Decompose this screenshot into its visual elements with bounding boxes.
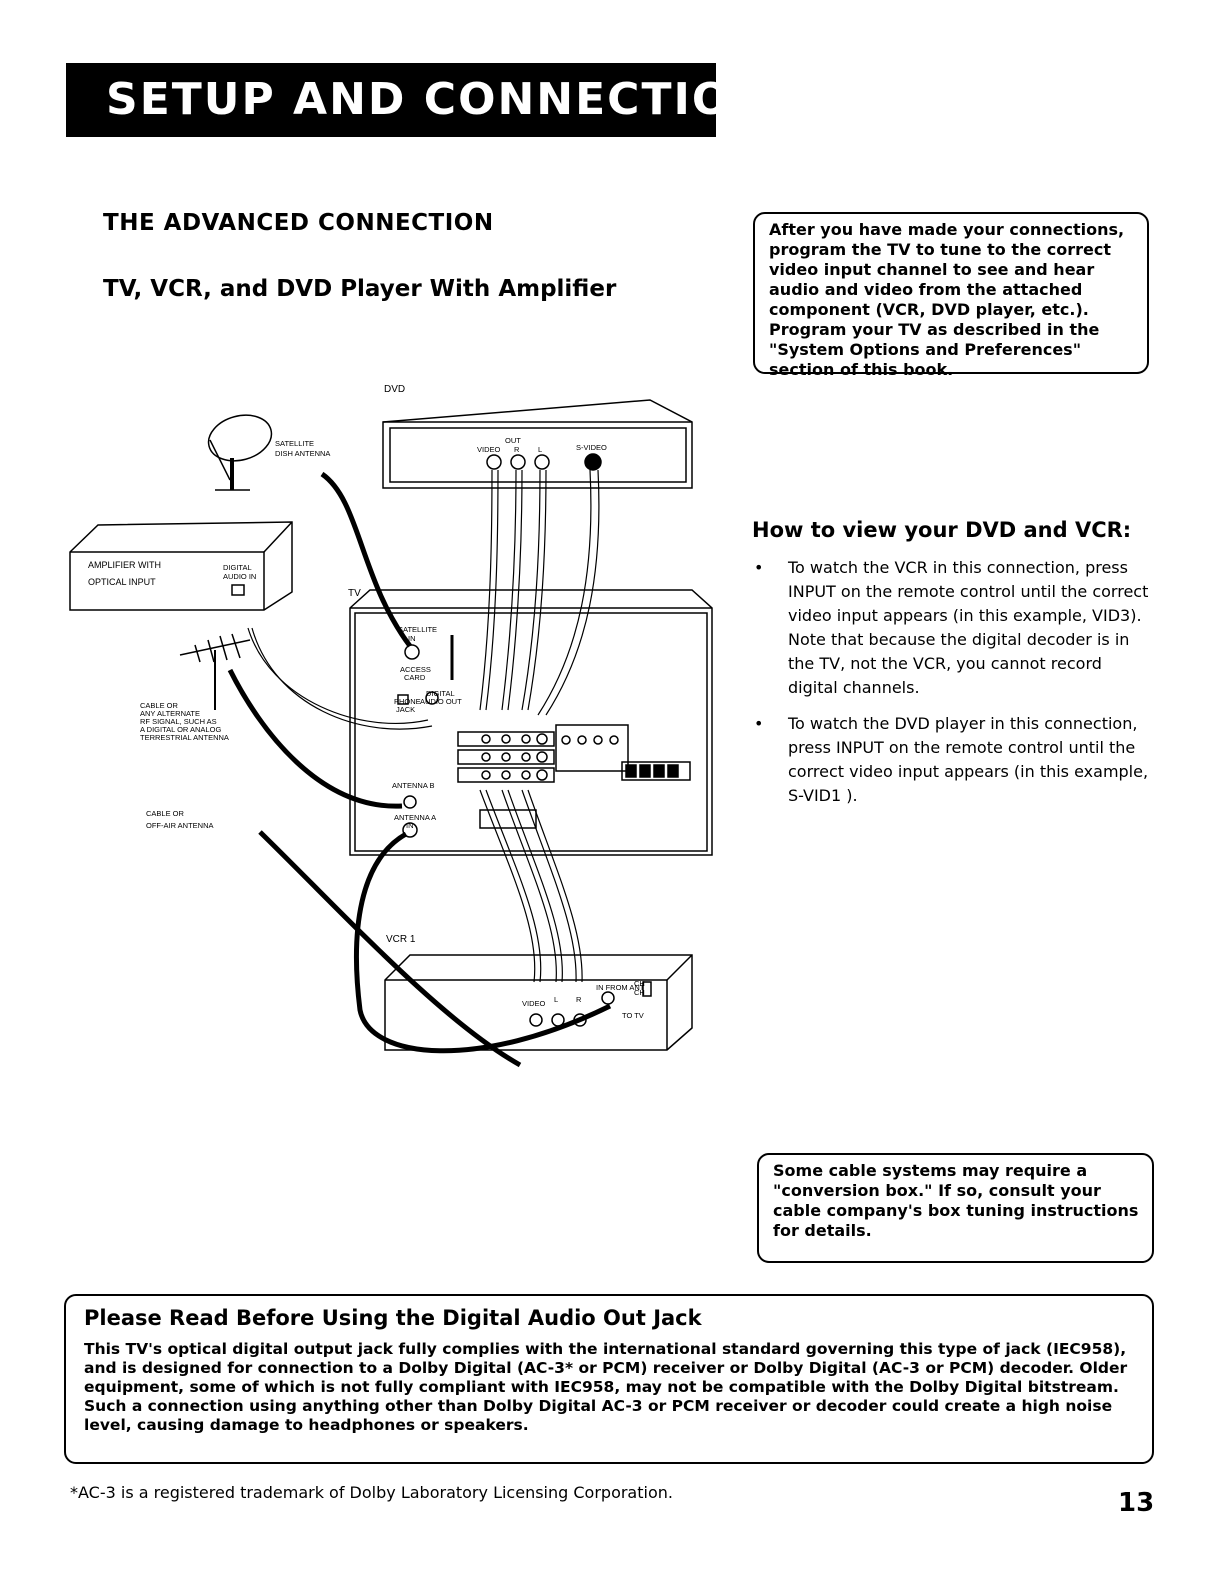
label-phone-jack-2: JACK — [396, 705, 415, 714]
bullet-icon: • — [754, 714, 764, 733]
label-dvd-r: R — [514, 445, 520, 454]
dvd-player — [382, 399, 693, 489]
bullet-icon: • — [754, 558, 764, 577]
satellite-dish-icon — [207, 414, 273, 491]
label-satellite: SATELLITE — [275, 439, 314, 448]
label-cable-air-1: CABLE OR — [146, 809, 185, 818]
howto-item: • To watch the VCR in this connection, pr… — [752, 556, 1152, 700]
label-dvd-out: OUT — [505, 436, 521, 445]
antenna-icon — [179, 633, 251, 710]
label-amplifier-1: AMPLIFIER WITH — [88, 560, 161, 570]
label-tv-in: IN — [408, 634, 416, 643]
notice-title: Please Read Before Using the Digital Aud… — [84, 1306, 702, 1330]
label-vcr-ch2: CH — [634, 988, 645, 997]
howto-item: • To watch the DVD player in this connect… — [752, 712, 1152, 808]
label-phone-jack-1: PHONE — [394, 697, 421, 706]
label-antenna-a: ANTENNA A — [394, 813, 436, 822]
page-number: 13 — [1118, 1488, 1155, 1518]
label-cable-air-2: OFF-AIR ANTENNA — [146, 821, 214, 830]
label-vcr-in-from-ant: IN FROM ANT — [596, 983, 645, 992]
label-dvd-svideo: S-VIDEO — [576, 443, 607, 452]
label-vcr-video: VIDEO — [522, 999, 546, 1008]
label-digital-audio-out-1: DIGITAL — [426, 689, 455, 698]
page-banner: SETUP AND CONNECTIONS — [66, 63, 802, 137]
label-vcr-ch: CH — [634, 979, 645, 988]
label-dvd-l: L — [538, 445, 542, 454]
label-cable-2: ANY ALTERNATE — [140, 709, 200, 718]
label-vcr-r: R — [576, 995, 582, 1004]
notice-body: This TV's optical digital output jack fu… — [84, 1340, 1128, 1434]
label-vcr-l: L — [554, 995, 558, 1004]
label-dvd: DVD — [384, 384, 405, 395]
footnote: *AC-3 is a registered trademark of Dolby… — [70, 1483, 673, 1502]
section-title: THE ADVANCED CONNECTION — [103, 210, 494, 236]
label-antenna-b: ANTENNA B — [392, 781, 435, 790]
label-vcr: VCR 1 — [386, 934, 416, 945]
coax-cables — [227, 471, 612, 1068]
amplifier-box — [69, 521, 293, 611]
notice-digital-audio: Please Read Before Using the Digital Aud… — [64, 1294, 1154, 1464]
howto-title: How to view your DVD and VCR: — [752, 518, 1132, 542]
label-cable-5: TERRESTRIAL ANTENNA — [140, 733, 229, 742]
av-cables — [247, 469, 600, 983]
howto-item-text: To watch the VCR in this connection, pre… — [788, 558, 1149, 697]
label-dvd-video: VIDEO — [477, 445, 501, 454]
connection-diagram: DVD OUT VIDEO R L S-VIDEO SATELLITE DISH… — [69, 384, 713, 1068]
label-access-card-2: CARD — [404, 673, 426, 682]
label-cable-3: RF SIGNAL, SUCH AS — [140, 717, 217, 726]
label-digital-audio-in-2: AUDIO IN — [223, 572, 256, 581]
label-dish-antenna: DISH ANTENNA — [275, 449, 330, 458]
label-tv: TV — [348, 588, 361, 599]
label-antenna-in: IN — [406, 821, 414, 830]
howto-list: • To watch the VCR in this connection, pr… — [752, 556, 1152, 820]
howto-item-text: To watch the DVD player in this connecti… — [788, 714, 1149, 805]
label-tv-satellite: SATELLITE — [398, 625, 437, 634]
label-cable-1: CABLE OR — [140, 701, 179, 710]
callout-conversion-box: Some cable systems may require a "conver… — [757, 1153, 1154, 1263]
section-subtitle: TV, VCR, and DVD Player With Amplifier — [103, 276, 617, 302]
label-digital-audio-in-1: DIGITAL — [223, 563, 252, 572]
label-amplifier-2: OPTICAL INPUT — [88, 577, 156, 587]
label-digital-audio-out-2: AUDIO OUT — [420, 697, 462, 706]
callout-program-tv: After you have made your connections, pr… — [753, 212, 1149, 379]
label-vcr-to-tv: TO TV — [622, 1011, 644, 1020]
label-cable-4: A DIGITAL OR ANALOG — [140, 725, 221, 734]
label-access-card-1: ACCESS — [400, 665, 431, 674]
